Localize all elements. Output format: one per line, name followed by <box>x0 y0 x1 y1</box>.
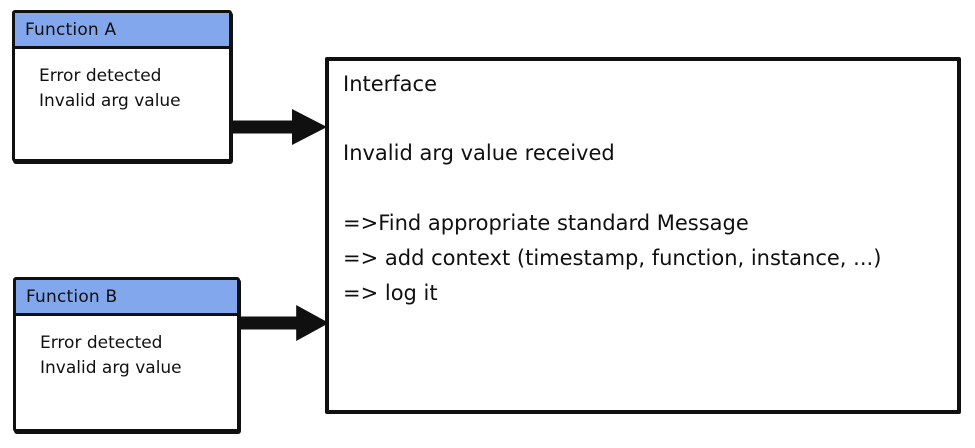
interface-steps: =>Find appropriate standard Message => a… <box>343 206 941 311</box>
function-a-body-line: Error detected <box>39 66 162 86</box>
interface-step: => add context (timestamp, function, ins… <box>343 246 882 270</box>
function-b-body-line: Error detected <box>40 333 163 353</box>
interface-title: Interface <box>343 72 438 96</box>
function-a-box: Function A Error detected Invalid arg va… <box>12 10 232 162</box>
function-b-body-line: Invalid arg value <box>40 358 182 378</box>
arrow-right-icon <box>231 107 327 147</box>
function-b-header: Function B <box>16 280 237 316</box>
function-b-body: Error detected Invalid arg value <box>16 316 237 381</box>
function-a-body: Error detected Invalid arg value <box>15 49 229 114</box>
interface-step: => log it <box>343 281 438 305</box>
function-b-box: Function B Error detected Invalid arg va… <box>13 277 240 432</box>
interface-message: Invalid arg value received <box>343 141 615 165</box>
interface-box: Interface Invalid arg value received =>F… <box>325 57 961 414</box>
arrow-right-icon <box>239 303 329 343</box>
function-a-body-line: Invalid arg value <box>39 91 181 111</box>
function-a-header: Function A <box>15 13 229 49</box>
interface-step: =>Find appropriate standard Message <box>343 211 749 235</box>
